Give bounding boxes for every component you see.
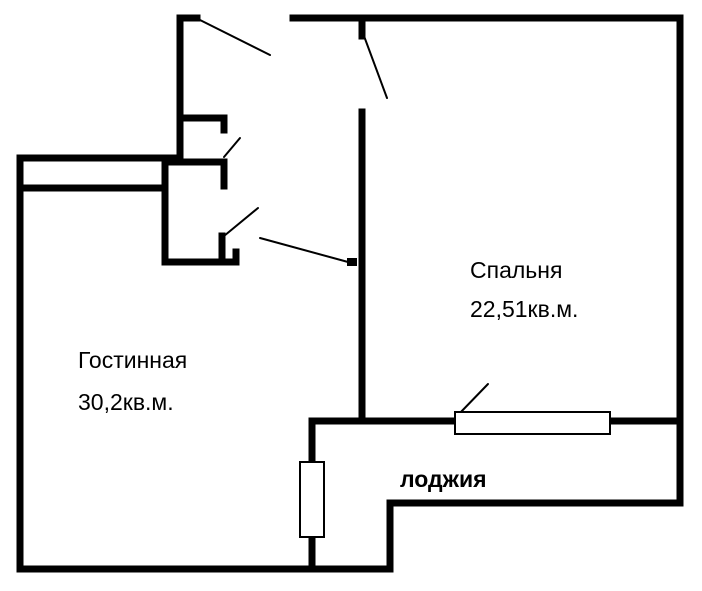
outer-walls	[16, 14, 684, 573]
living-room-area: 30,2кв.м.	[78, 389, 174, 415]
wall-small-room-upper	[176, 114, 228, 134]
windows	[299, 411, 611, 538]
wall-small-room-lower	[161, 184, 240, 266]
window-living-loggia	[299, 461, 325, 538]
room-labels: Спальня 22,51кв.м. Гостинная 30,2кв.м. л…	[78, 257, 578, 492]
loggia-name: лоджия	[400, 466, 487, 492]
living-room-name: Гостинная	[78, 347, 187, 373]
doors	[199, 19, 489, 416]
bedroom-area: 22,51кв.м.	[470, 296, 578, 322]
door-loggia	[457, 383, 489, 416]
wall-small-room-middle	[161, 158, 228, 192]
door-bedroom	[363, 35, 388, 99]
inner-walls	[161, 14, 684, 573]
window-bedroom-loggia	[454, 411, 611, 435]
door-small-room-lower	[223, 207, 259, 237]
door-small-room-upper	[223, 137, 241, 158]
door-bedroom-hinge	[347, 258, 357, 266]
door-bedroom-swing	[259, 237, 349, 263]
door-entrance	[199, 19, 271, 56]
bedroom-name: Спальня	[470, 257, 562, 283]
